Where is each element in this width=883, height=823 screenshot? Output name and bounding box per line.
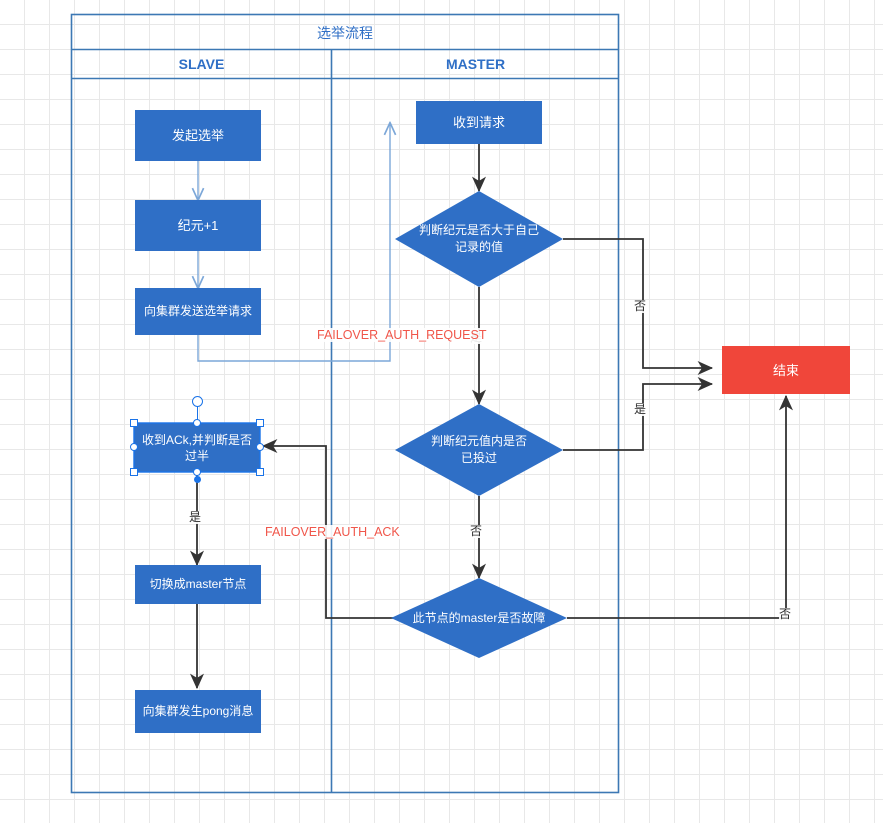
node-send-pong[interactable] (135, 690, 261, 733)
node-switch-to-master[interactable] (135, 565, 261, 604)
node-end[interactable] (722, 346, 850, 394)
connector-sendreq-to-receivereq (197, 123, 390, 362)
protocol-label-auth-request: FAILOVER_AUTH_REQUEST (315, 328, 489, 342)
edge-label-already-voted-no: 否 (470, 524, 483, 538)
node-decide-already-voted[interactable] (395, 404, 563, 496)
protocol-label-auth-ack: FAILOVER_AUTH_ACK (263, 525, 402, 539)
resize-handle-e[interactable] (256, 443, 264, 451)
node-send-vote-request[interactable] (135, 288, 261, 335)
lane-title-slave: SLAVE (178, 56, 225, 72)
diagram-title: 选举流程 (317, 24, 373, 41)
resize-handle-n[interactable] (193, 419, 201, 427)
node-epoch-plus-one[interactable] (135, 200, 261, 251)
node-start-election[interactable] (135, 110, 261, 161)
edge-label-epoch-greater-no: 否 (634, 299, 647, 313)
resize-handle-w[interactable] (130, 443, 138, 451)
resize-handle-se[interactable] (256, 468, 264, 476)
lane-title-master: MASTER (445, 56, 506, 72)
connector-decide2-yes-to-end (563, 376, 714, 451)
resize-handle-nw[interactable] (130, 419, 138, 427)
edge-label-already-voted-yes: 是 (634, 402, 647, 416)
connection-point-bottom[interactable] (194, 476, 201, 483)
node-receive-request[interactable] (416, 101, 542, 144)
connector-decide3-no-to-end (567, 394, 794, 619)
resize-handle-ne[interactable] (256, 419, 264, 427)
rotate-handle-stem (197, 406, 199, 424)
node-decide-epoch-greater[interactable] (395, 191, 563, 287)
node-decide-master-failed[interactable] (391, 578, 567, 658)
edge-label-master-failed-no: 否 (779, 607, 792, 621)
swimlane-frame (70, 13, 620, 794)
edge-label-ack-yes: 是 (189, 510, 202, 524)
node-receive-ack[interactable] (133, 422, 261, 473)
resize-handle-sw[interactable] (130, 468, 138, 476)
resize-handle-s[interactable] (193, 468, 201, 476)
